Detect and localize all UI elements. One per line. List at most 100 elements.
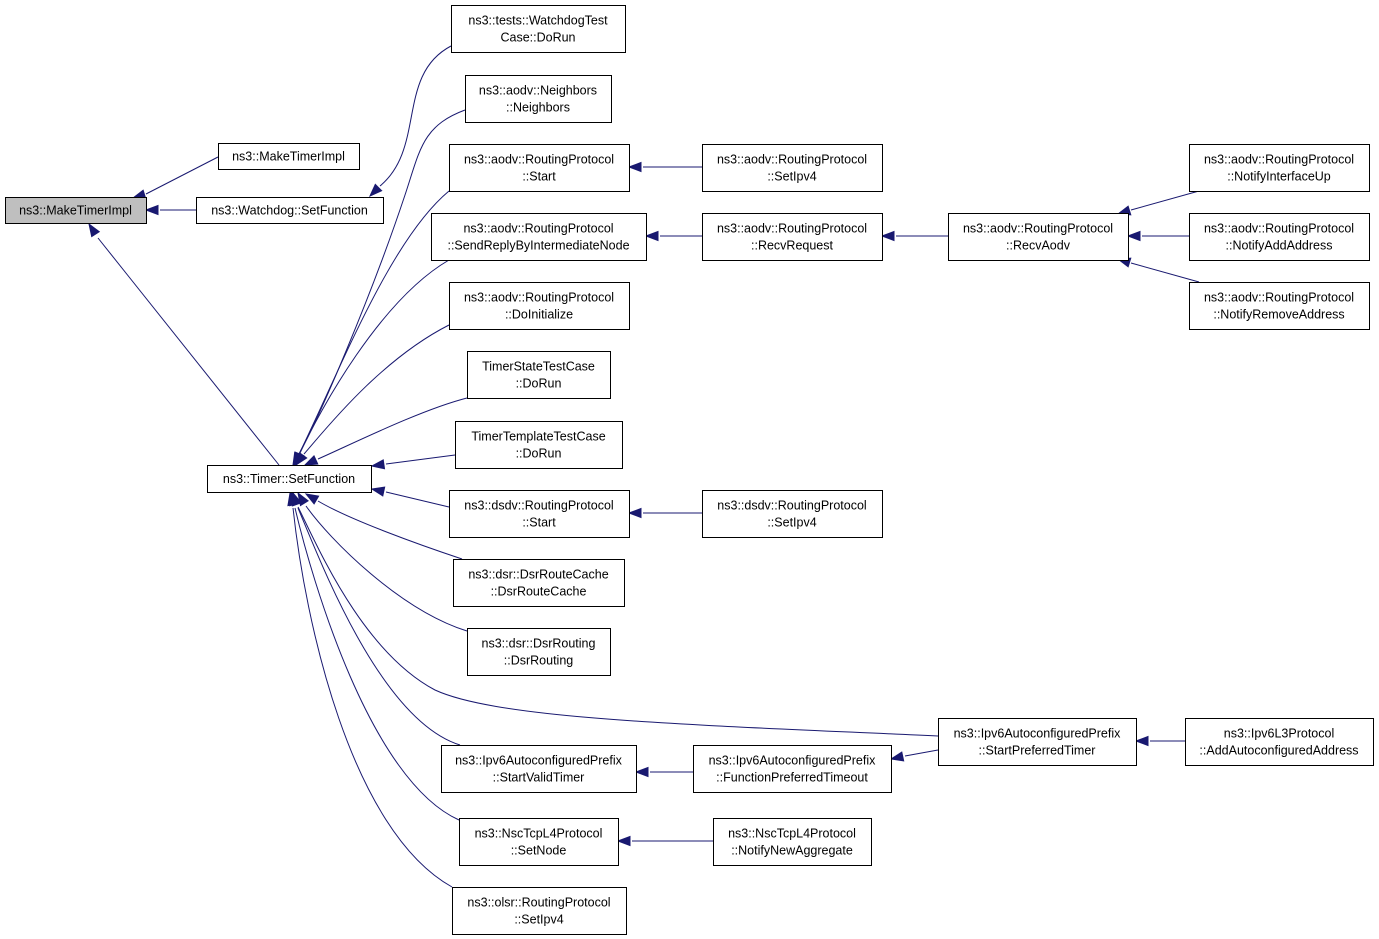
node-box	[693, 745, 892, 793]
node-label-line: ::SetIpv4	[767, 170, 816, 184]
node-label-line: ::NotifyAddAddress	[1226, 239, 1333, 253]
node-aodv_rp_recvrequest[interactable]: ns3::aodv::RoutingProtocol::RecvRequest	[702, 213, 883, 261]
node-label-line: ns3::Watchdog::SetFunction	[211, 204, 368, 218]
node-label-line: ns3::Ipv6AutoconfiguredPrefix	[954, 727, 1122, 741]
node-olsr_rp_setipv4[interactable]: ns3::olsr::RoutingProtocol::SetIpv4	[452, 887, 627, 935]
node-box	[218, 143, 360, 170]
node-box	[459, 818, 619, 866]
arrowhead	[1126, 230, 1141, 242]
node-box	[455, 421, 623, 469]
arrowhead	[144, 204, 159, 216]
arrowhead	[295, 451, 308, 467]
node-label-line: ::RecvRequest	[751, 239, 834, 253]
node-aodv_rp_doinitialize[interactable]: ns3::aodv::RoutingProtocol::DoInitialize	[449, 282, 630, 330]
edge-line	[299, 259, 450, 454]
edge-ipv6l3_add_autoconf-to-ipv6_start_preferred	[1134, 735, 1185, 747]
arrowhead	[1134, 735, 1149, 747]
arrowhead	[370, 486, 386, 497]
node-box	[1189, 213, 1370, 261]
node-box	[5, 197, 147, 224]
node-dsr_routing[interactable]: ns3::dsr::DsrRouting::DsrRouting	[467, 628, 611, 676]
edge-aodv_rp_start-to-timer_setfunction	[293, 190, 450, 467]
node-aodv_rp_notifyinterfaceup[interactable]: ns3::aodv::RoutingProtocol::NotifyInterf…	[1189, 144, 1370, 192]
edge-line	[97, 237, 280, 466]
node-aodv_rp_recvaodv[interactable]: ns3::aodv::RoutingProtocol::RecvAodv	[948, 213, 1129, 261]
node-box	[453, 559, 625, 607]
edges-layer	[88, 45, 1200, 888]
edge-make_timer_impl_2-to-make_timer_impl	[131, 156, 219, 200]
node-ipv6_start_valid[interactable]: ns3::Ipv6AutoconfiguredPrefix::StartVali…	[441, 745, 637, 793]
node-box	[431, 213, 647, 261]
node-box	[449, 490, 630, 538]
arrowhead	[88, 222, 101, 238]
edge-line	[379, 45, 452, 187]
arrowhead	[370, 459, 386, 470]
edge-line	[385, 491, 450, 508]
arrowhead	[287, 491, 298, 507]
node-aodv_rp_notifyremoveaddress[interactable]: ns3::aodv::RoutingProtocol::NotifyRemove…	[1189, 282, 1370, 330]
node-aodv_rp_notifyaddaddress[interactable]: ns3::aodv::RoutingProtocol::NotifyAddAdd…	[1189, 213, 1370, 261]
node-label-line: ns3::aodv::RoutingProtocol	[464, 291, 614, 305]
node-label-line: ::DoRun	[516, 447, 562, 461]
node-ipv6l3_add_autoconf[interactable]: ns3::Ipv6L3Protocol::AddAutoconfiguredAd…	[1185, 718, 1374, 766]
edge-line	[1130, 190, 1200, 211]
node-box	[702, 144, 883, 192]
edge-aodv_rp_notifyaddaddress-to-aodv_rp_recvaodv	[1126, 230, 1189, 242]
node-label-line: ::NotifyNewAggregate	[731, 844, 853, 858]
node-make_timer_impl_2[interactable]: ns3::MakeTimerImpl	[218, 143, 360, 170]
edge-watchdog_setfunction-to-make_timer_impl	[144, 204, 196, 216]
node-box	[452, 887, 627, 935]
node-nsc_notify_new_aggregate[interactable]: ns3::NscTcpL4Protocol::NotifyNewAggregat…	[713, 818, 872, 866]
arrowhead	[368, 183, 383, 198]
node-label-line: ns3::aodv::RoutingProtocol	[464, 153, 614, 167]
node-dsr_route_cache[interactable]: ns3::dsr::DsrRouteCache::DsrRouteCache	[453, 559, 625, 607]
node-label-line: ns3::aodv::RoutingProtocol	[1204, 291, 1354, 305]
node-box	[1189, 144, 1370, 192]
node-label-line: ns3::aodv::RoutingProtocol	[1204, 222, 1354, 236]
node-box	[1185, 718, 1374, 766]
node-timer_setfunction[interactable]: ns3::Timer::SetFunction	[207, 465, 372, 493]
node-box	[449, 282, 630, 330]
node-label-line: ::NotifyRemoveAddress	[1213, 308, 1344, 322]
node-nsc_setnode[interactable]: ns3::NscTcpL4Protocol::SetNode	[459, 818, 619, 866]
node-watchdog_setfunction[interactable]: ns3::Watchdog::SetFunction	[196, 197, 384, 224]
node-timer_template_test[interactable]: TimerTemplateTestCase::DoRun	[455, 421, 623, 469]
node-label-line: ns3::aodv::RoutingProtocol	[717, 153, 867, 167]
node-label-line: TimerStateTestCase	[482, 360, 595, 374]
edge-aodv_rp_setipv4-to-aodv_rp_start	[627, 161, 702, 173]
edge-watchdog_test_dorun-to-watchdog_setfunction	[368, 45, 452, 198]
arrowhead	[304, 493, 320, 505]
node-label-line: ns3::aodv::RoutingProtocol	[1204, 153, 1354, 167]
edge-line	[292, 507, 453, 888]
node-dsdv_rp_setipv4[interactable]: ns3::dsdv::RoutingProtocol::SetIpv4	[702, 490, 883, 538]
arrowhead	[880, 230, 895, 242]
edge-nsc_notify_new_aggregate-to-nsc_setnode	[616, 835, 713, 847]
node-box	[467, 628, 611, 676]
node-label-line: ::Start	[522, 516, 556, 530]
edge-aodv_rp_recvrequest-to-aodv_rp_sendreply	[644, 230, 702, 242]
node-aodv_rp_start[interactable]: ns3::aodv::RoutingProtocol::Start	[449, 144, 630, 192]
node-label-line: ::DsrRouting	[504, 654, 574, 668]
node-ipv6_function_preferred[interactable]: ns3::Ipv6AutoconfiguredPrefix::FunctionP…	[693, 745, 892, 793]
node-label-line: ::SetIpv4	[514, 913, 563, 927]
edge-line	[385, 454, 456, 465]
node-label-line: ::DoRun	[516, 377, 562, 391]
node-dsdv_rp_start[interactable]: ns3::dsdv::RoutingProtocol::Start	[449, 490, 630, 538]
node-aodv_rp_setipv4[interactable]: ns3::aodv::RoutingProtocol::SetIpv4	[702, 144, 883, 192]
edge-aodv_rp_recvaodv-to-aodv_rp_recvrequest	[880, 230, 948, 242]
edge-line	[305, 505, 468, 632]
node-timer_state_test[interactable]: TimerStateTestCase::DoRun	[467, 351, 611, 399]
node-label-line: ns3::MakeTimerImpl	[19, 204, 132, 218]
node-label-line: ::AddAutoconfiguredAddress	[1199, 744, 1358, 758]
node-ipv6_start_preferred[interactable]: ns3::Ipv6AutoconfiguredPrefix::StartPref…	[938, 718, 1137, 766]
edge-line	[299, 190, 450, 453]
node-label-line: TimerTemplateTestCase	[471, 430, 605, 444]
edge-line	[904, 749, 939, 757]
node-label-line: ::Start	[522, 170, 556, 184]
node-aodv_rp_sendreply[interactable]: ns3::aodv::RoutingProtocol::SendReplyByI…	[431, 213, 647, 261]
arrowhead	[644, 230, 659, 242]
node-make_timer_impl[interactable]: ns3::MakeTimerImpl	[5, 197, 147, 224]
node-aodv_neighbors[interactable]: ns3::aodv::Neighbors::Neighbors	[465, 75, 612, 123]
